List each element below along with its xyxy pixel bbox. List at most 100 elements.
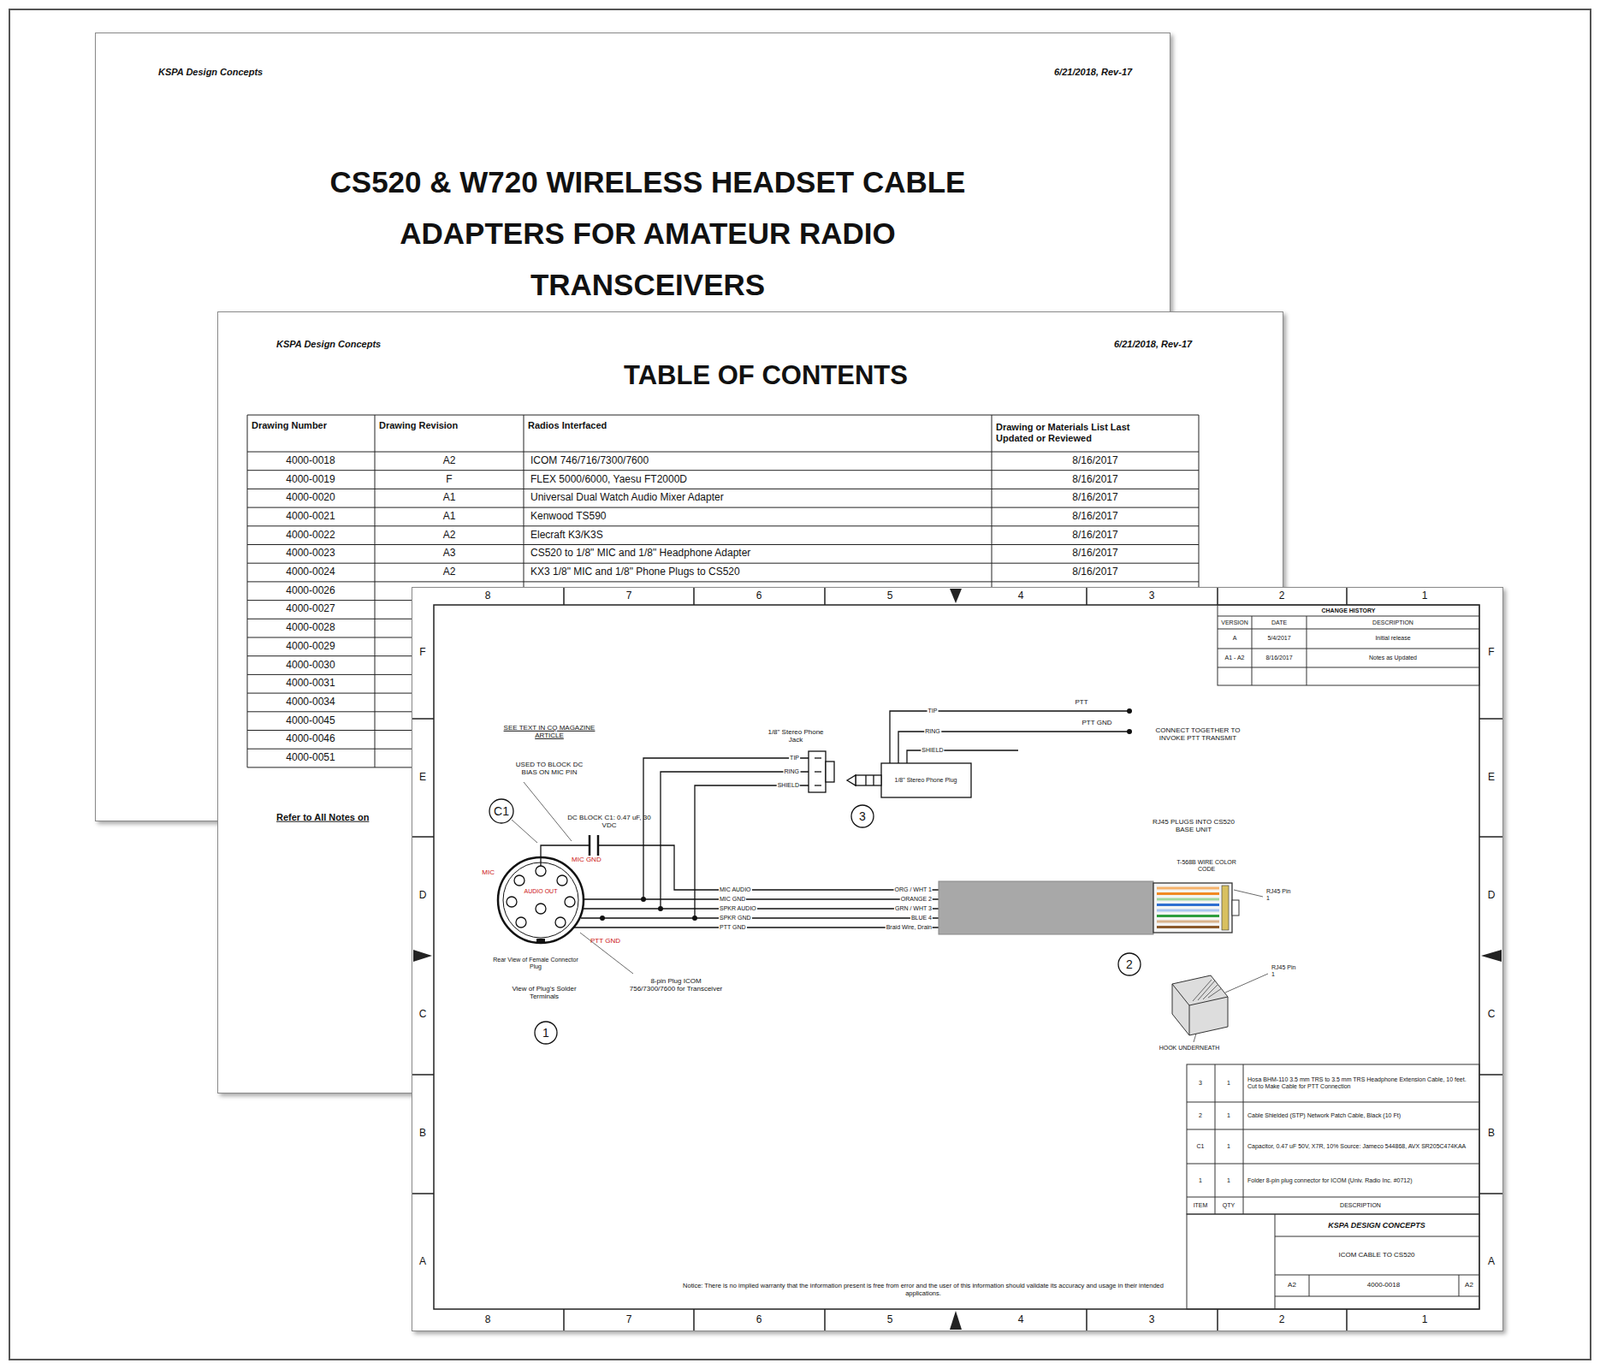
table-cell: F: [445, 474, 452, 486]
table-cell: A3: [443, 547, 457, 560]
annotation-text: 1: [1226, 1079, 1231, 1087]
annotation-text: Rear View of Female Connector Plug: [492, 956, 579, 971]
network-cable: [938, 881, 1154, 935]
table-cell: 4000-0026: [285, 585, 335, 598]
annotation-text: T-568B WIRE COLOR CODE: [1174, 859, 1239, 873]
table-cell: 4000-0028: [285, 622, 335, 635]
table-cell: 4000-0051: [285, 752, 335, 765]
table-cell: FLEX 5000/6000, Yaesu FT2000D: [530, 474, 688, 486]
table-cell: 4000-0022: [285, 529, 335, 542]
grid-reference: 2: [1279, 590, 1286, 603]
grid-reference: D: [419, 889, 427, 902]
rj45-plug: [1153, 882, 1239, 933]
table-cell: ICOM 746/716/7300/7600: [530, 455, 649, 468]
table-cell: 4000-0030: [285, 659, 335, 672]
annotation-text: CONNECT TOGETHER TO INVOKE PTT TRANSMIT: [1150, 726, 1245, 742]
grid-reference: 7: [626, 590, 633, 603]
annotation-text: C1: [1197, 1143, 1205, 1150]
annotation-text: 8-pin Plug ICOM 756/7300/7600 for Transc…: [628, 977, 723, 993]
parts-list-table: [1186, 1064, 1480, 1215]
annotation-text: SHIELD: [920, 746, 944, 754]
grid-reference: B: [419, 1127, 427, 1140]
annotation-text: CHANGE HISTORY: [1321, 607, 1375, 615]
annotation-text: 1/8" Stereo Phone Plug: [885, 776, 967, 784]
title-block: [1186, 1214, 1480, 1310]
grid-reference: 3: [1149, 590, 1156, 603]
table-cell: 4000-0046: [285, 733, 335, 746]
grid-reference: 7: [626, 1314, 633, 1327]
annotation-text: SHIELD: [776, 782, 800, 789]
table-cell: CS520 to 1/8" MIC and 1/8" Headphone Ada…: [530, 547, 751, 560]
table-cell: 4000-0020: [285, 491, 335, 504]
annotation-text: TIP: [788, 754, 800, 762]
page-heading: Notice: There is no implied warranty tha…: [666, 1282, 1180, 1298]
table-cell: A2: [443, 529, 457, 542]
grid-reference: A: [419, 1256, 427, 1269]
annotation-text: Capacitor, 0.47 uF 50V, X7R, 10% Source:…: [1247, 1143, 1476, 1150]
annotation-text: DATE: [1271, 619, 1287, 627]
table-cell: 8/16/2017: [1072, 474, 1118, 486]
annotation-text: Initial release: [1374, 634, 1411, 642]
callout-number: 1: [542, 1025, 550, 1040]
annotation-text: RJ45 Pin 1: [1266, 888, 1292, 902]
annotation-text: View of Plug's Solder Terminals: [501, 984, 587, 1001]
annotation-text: RJ45 Pin 1: [1271, 964, 1298, 978]
note-text: Refer to All Notes on: [276, 811, 369, 824]
page-heading: TABLE OF CONTENTS: [623, 360, 908, 392]
annotation-text: GRN / WHT 3: [894, 905, 933, 913]
table-cell: Drawing Number: [251, 420, 327, 432]
table-cell: 4000-0045: [285, 715, 335, 728]
annotation-text: DESCRIPTION: [1339, 1202, 1381, 1209]
grid-reference: 4: [1018, 1314, 1025, 1327]
grid-reference: 4: [1018, 590, 1025, 603]
table-cell: 8/16/2017: [1072, 455, 1118, 468]
annotation-text: A1 - A2: [1225, 654, 1245, 662]
grid-reference: E: [1487, 771, 1495, 784]
table-cell: 8/16/2017: [1072, 491, 1118, 504]
annotation-text: A: [1232, 634, 1238, 642]
callout-number: 3: [859, 809, 866, 824]
grid-reference: C: [419, 1008, 427, 1021]
annotation-text: RJ45 PLUGS INTO CS520 BASE UNIT: [1150, 817, 1237, 834]
table-cell: 4000-0029: [285, 640, 335, 653]
table-cell: 8/16/2017: [1072, 566, 1118, 579]
grid-reference: 5: [887, 590, 894, 603]
table-cell: 4000-0019: [285, 474, 335, 486]
center-arrows: [413, 588, 1502, 1330]
grid-reference: 3: [1149, 1314, 1156, 1327]
annotation-text: 3: [1198, 1079, 1203, 1087]
grid-reference: 1: [1422, 1314, 1429, 1327]
callout-number: C1: [493, 804, 510, 818]
annotation-text: 1: [1226, 1143, 1231, 1150]
annotation-text: Cable Shielded (STP) Network Patch Cable…: [1247, 1112, 1476, 1120]
table-cell: A1: [443, 491, 457, 504]
table-cell: 4000-0023: [285, 547, 335, 560]
grid-reference: 6: [756, 1314, 763, 1327]
annotation-text: SPKR GND: [718, 914, 753, 922]
grid-reference: 5: [887, 1314, 894, 1327]
drawing-border: [411, 586, 1504, 1332]
annotation-text: 1: [1226, 1112, 1231, 1120]
table-cell: A1: [443, 510, 457, 523]
annotation-text: QTY: [1222, 1202, 1235, 1209]
callout-number: 2: [1125, 957, 1133, 972]
grid-reference: 8: [485, 590, 492, 603]
annotation-text: SEE TEXT IN CQ MAGAZINE ARTICLE: [500, 723, 599, 740]
grid-reference: 6: [756, 590, 763, 603]
annotation-text: A2: [1287, 1280, 1297, 1289]
phone-plug: [847, 763, 972, 798]
table-cell: 4000-0018: [285, 455, 335, 468]
table-cell: A2: [443, 455, 457, 468]
table-cell: 8/16/2017: [1072, 547, 1118, 560]
pin-label: PTT GND: [590, 936, 621, 945]
grid-reference: 8: [485, 1314, 492, 1327]
pin-label: AUDIO OUT: [524, 888, 558, 895]
table-cell: Elecraft K3/K3S: [530, 529, 604, 542]
table-cell: Radios Interfaced: [527, 420, 607, 432]
annotation-text: SPKR AUDIO: [718, 905, 758, 913]
table-cell: Universal Dual Watch Audio Mixer Adapter: [530, 491, 724, 504]
leader-lines: [511, 782, 1269, 1043]
table-cell: Drawing or Materials List Last Updated o…: [995, 421, 1168, 444]
annotation-text: ORG / WHT 1: [894, 886, 933, 894]
